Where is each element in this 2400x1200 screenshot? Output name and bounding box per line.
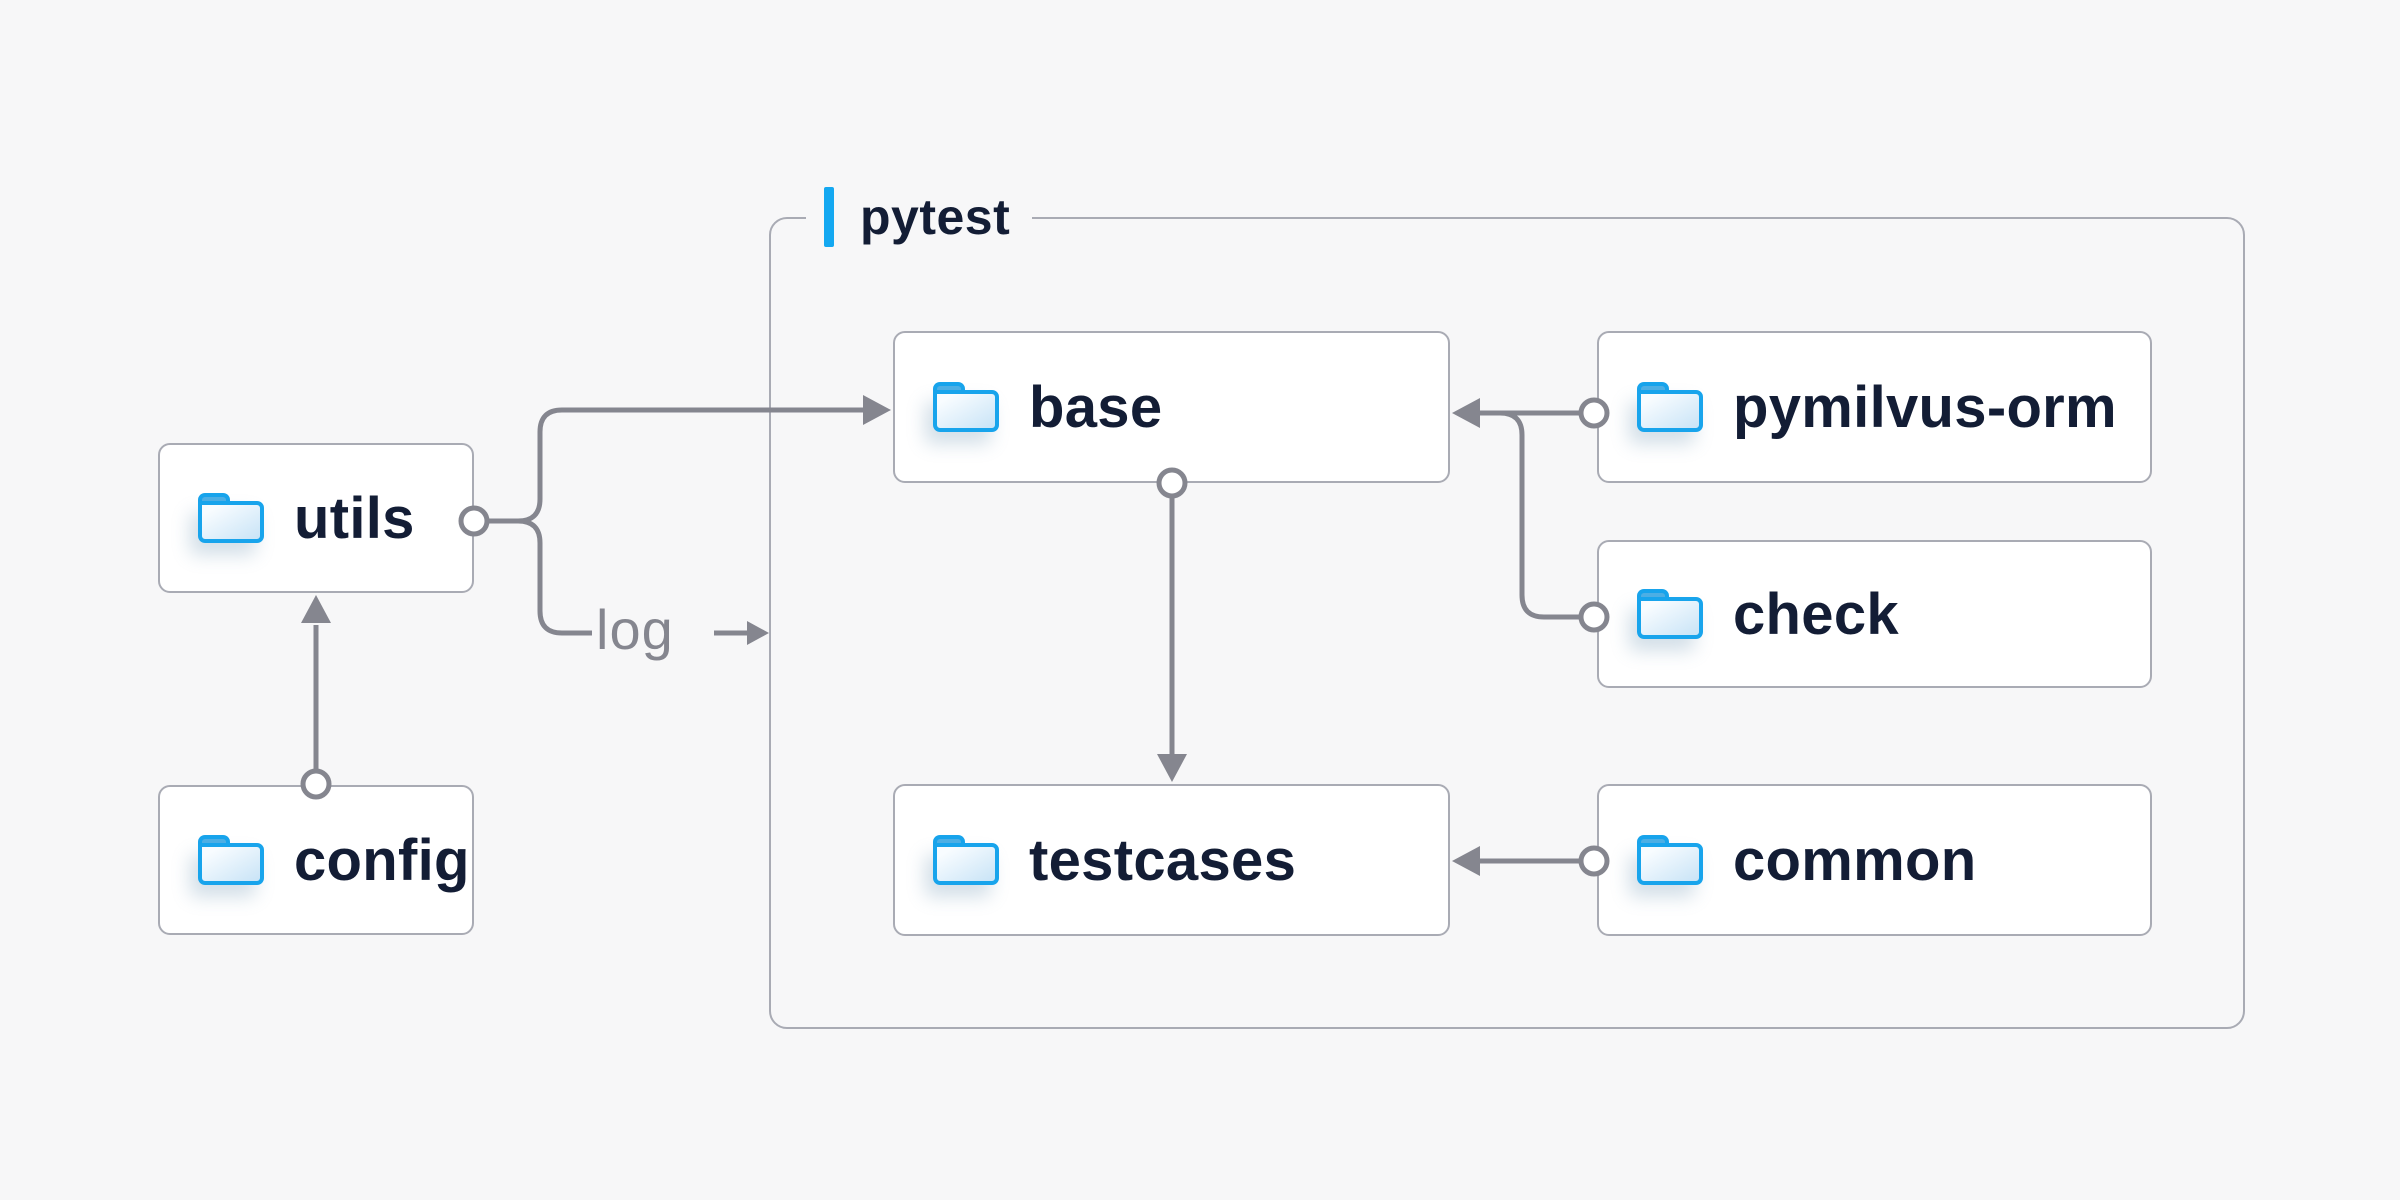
node-check: check (1597, 540, 2152, 688)
node-pymilvus-orm: pymilvus-orm (1597, 331, 2152, 483)
folder-icon (933, 382, 999, 432)
accent-bar (824, 187, 834, 247)
node-common-label: common (1733, 827, 1977, 893)
pytest-group-container (769, 217, 2245, 1029)
edge-utils-log (517, 518, 592, 636)
node-config-label: config (294, 827, 470, 893)
folder-icon (198, 493, 264, 543)
pytest-group-title: pytest (860, 189, 1011, 245)
folder-icon (1637, 835, 1703, 885)
node-check-label: check (1733, 581, 1899, 647)
folder-icon (1637, 382, 1703, 432)
node-base-label: base (1029, 374, 1163, 440)
arrowhead-log-into-pytest (747, 621, 769, 645)
node-pymilvus-orm-label: pymilvus-orm (1733, 374, 2117, 440)
arrowhead-up-into-utils (301, 595, 331, 623)
node-config: config (158, 785, 474, 935)
pytest-group-label: pytest (806, 186, 1033, 248)
node-common: common (1597, 784, 2152, 936)
node-base: base (893, 331, 1450, 483)
folder-icon (198, 835, 264, 885)
node-testcases: testcases (893, 784, 1450, 936)
node-utils-label: utils (294, 485, 415, 551)
folder-icon (1637, 589, 1703, 639)
node-testcases-label: testcases (1029, 827, 1297, 893)
edge-label-log: log (596, 598, 674, 661)
folder-icon (933, 835, 999, 885)
node-utils: utils (158, 443, 474, 593)
